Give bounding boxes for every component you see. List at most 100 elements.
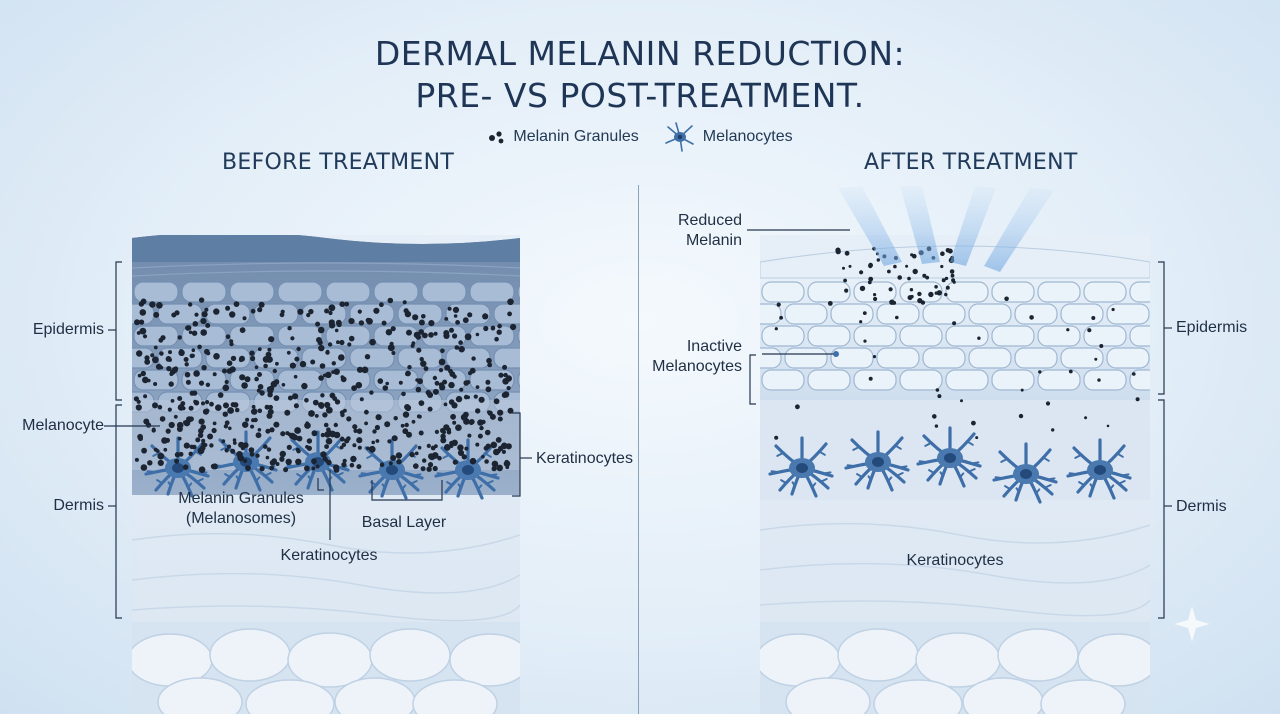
melanin-granule xyxy=(353,428,358,433)
melanin-granule xyxy=(402,300,407,305)
melanin-granule xyxy=(464,446,469,451)
melanin-granule xyxy=(157,452,165,460)
melanin-granule xyxy=(491,460,499,468)
melanin-granule xyxy=(1135,397,1140,402)
melanin-granule xyxy=(134,319,140,326)
melanin-granule xyxy=(251,404,256,409)
melanin-granule xyxy=(200,318,207,325)
melanin-granule xyxy=(296,346,301,352)
melanin-granule xyxy=(507,311,512,317)
melanin-granule xyxy=(449,444,454,448)
melanin-granule xyxy=(458,340,463,345)
melanin-granule xyxy=(192,390,198,396)
melanin-granule xyxy=(379,302,384,308)
melanin-granule xyxy=(339,436,345,442)
melanin-granule xyxy=(795,404,800,410)
melanin-granule xyxy=(937,394,942,399)
melanin-granule xyxy=(233,301,240,307)
melanin-granule xyxy=(475,332,480,337)
melanin-granule xyxy=(776,302,781,307)
keratinocyte-cell xyxy=(922,347,966,369)
melanin-granule xyxy=(257,428,262,432)
melanin-granule xyxy=(229,311,236,318)
melanin-granule xyxy=(385,381,390,386)
melanin-granule xyxy=(439,384,446,391)
before-label-melanin-granules: Melanin Granules (Melanosomes) xyxy=(166,489,316,529)
melanin-granule xyxy=(893,264,897,269)
melanin-granule xyxy=(168,350,172,355)
melanin-granule xyxy=(490,441,498,449)
melanin-granule xyxy=(183,442,190,449)
melanin-granule xyxy=(163,447,168,452)
melanin-granule xyxy=(161,437,168,444)
melanin-granule xyxy=(463,380,470,386)
melanin-granule xyxy=(504,459,509,464)
melanin-granule xyxy=(153,345,158,350)
legend-label-melanocytes: Melanocytes xyxy=(702,128,793,145)
melanin-granule xyxy=(266,412,273,419)
melanin-granule xyxy=(284,409,291,416)
after-leader-lines xyxy=(747,229,1172,619)
melanin-granule xyxy=(460,413,468,421)
melanin-granule xyxy=(1051,428,1055,432)
melanin-granule xyxy=(449,327,454,333)
melanin-granule xyxy=(254,376,259,382)
melanin-granule xyxy=(352,424,358,430)
melanin-granule xyxy=(420,466,426,472)
melanin-granule xyxy=(185,379,191,385)
melanin-granule xyxy=(977,336,981,340)
keratinocyte-cell xyxy=(373,281,419,303)
melanin-granule xyxy=(369,338,376,346)
melanin-granule xyxy=(136,331,141,335)
melanin-granule xyxy=(478,396,485,403)
melanin-granule xyxy=(971,420,976,426)
melanin-granule xyxy=(308,308,314,315)
melanin-granule xyxy=(215,404,222,412)
melanin-granule xyxy=(266,447,272,452)
melanin-granule xyxy=(863,339,867,343)
melanin-granule xyxy=(467,312,473,318)
melanin-granule xyxy=(1111,307,1115,312)
melanin-granule xyxy=(945,285,950,290)
melanin-granule xyxy=(326,459,332,466)
keratinocyte-cell xyxy=(761,325,805,347)
melanin-granule xyxy=(497,323,502,329)
melanin-granule xyxy=(205,323,211,328)
keratinocyte-cell xyxy=(253,303,299,325)
melanocyte-cell xyxy=(1066,438,1132,500)
melanin-granule xyxy=(484,429,491,436)
melanin-granule xyxy=(188,302,193,307)
melanin-granule xyxy=(390,455,397,461)
legend-label-granules: Melanin Granules xyxy=(513,128,639,145)
melanin-granule xyxy=(443,444,451,451)
melanin-granule xyxy=(917,298,923,304)
melanin-granule xyxy=(136,350,143,357)
melanocyte-cell xyxy=(358,438,424,500)
melanin-granule xyxy=(265,455,270,460)
melanin-granule xyxy=(907,276,911,281)
melanin-granule xyxy=(868,376,873,381)
melanin-granule xyxy=(442,379,448,385)
melanin-granule xyxy=(356,366,364,373)
after-label-reduced-melanin-line2: Melanin xyxy=(685,232,742,249)
melanin-granule xyxy=(230,355,237,362)
melanin-granule xyxy=(876,258,880,262)
melanin-granule xyxy=(262,356,270,363)
before-label-dermis: Dermis xyxy=(53,497,104,514)
melanin-granule xyxy=(947,248,953,254)
before-melanin-granules xyxy=(133,297,517,474)
melanin-granule xyxy=(351,385,357,391)
keratinocyte-cell xyxy=(493,347,520,369)
melanin-granule xyxy=(932,414,937,419)
melanin-granule xyxy=(473,394,478,399)
melanin-granule xyxy=(287,326,292,331)
melanin-granule xyxy=(234,407,240,413)
melanin-granule xyxy=(269,427,275,433)
melanin-granule xyxy=(452,459,458,465)
melanin-granule xyxy=(265,351,272,358)
keratinocyte-cell xyxy=(876,303,920,325)
melanin-granule xyxy=(434,429,439,434)
melanin-granule xyxy=(1066,328,1070,332)
melanin-granule xyxy=(423,366,429,371)
melanin-granule xyxy=(425,389,431,396)
